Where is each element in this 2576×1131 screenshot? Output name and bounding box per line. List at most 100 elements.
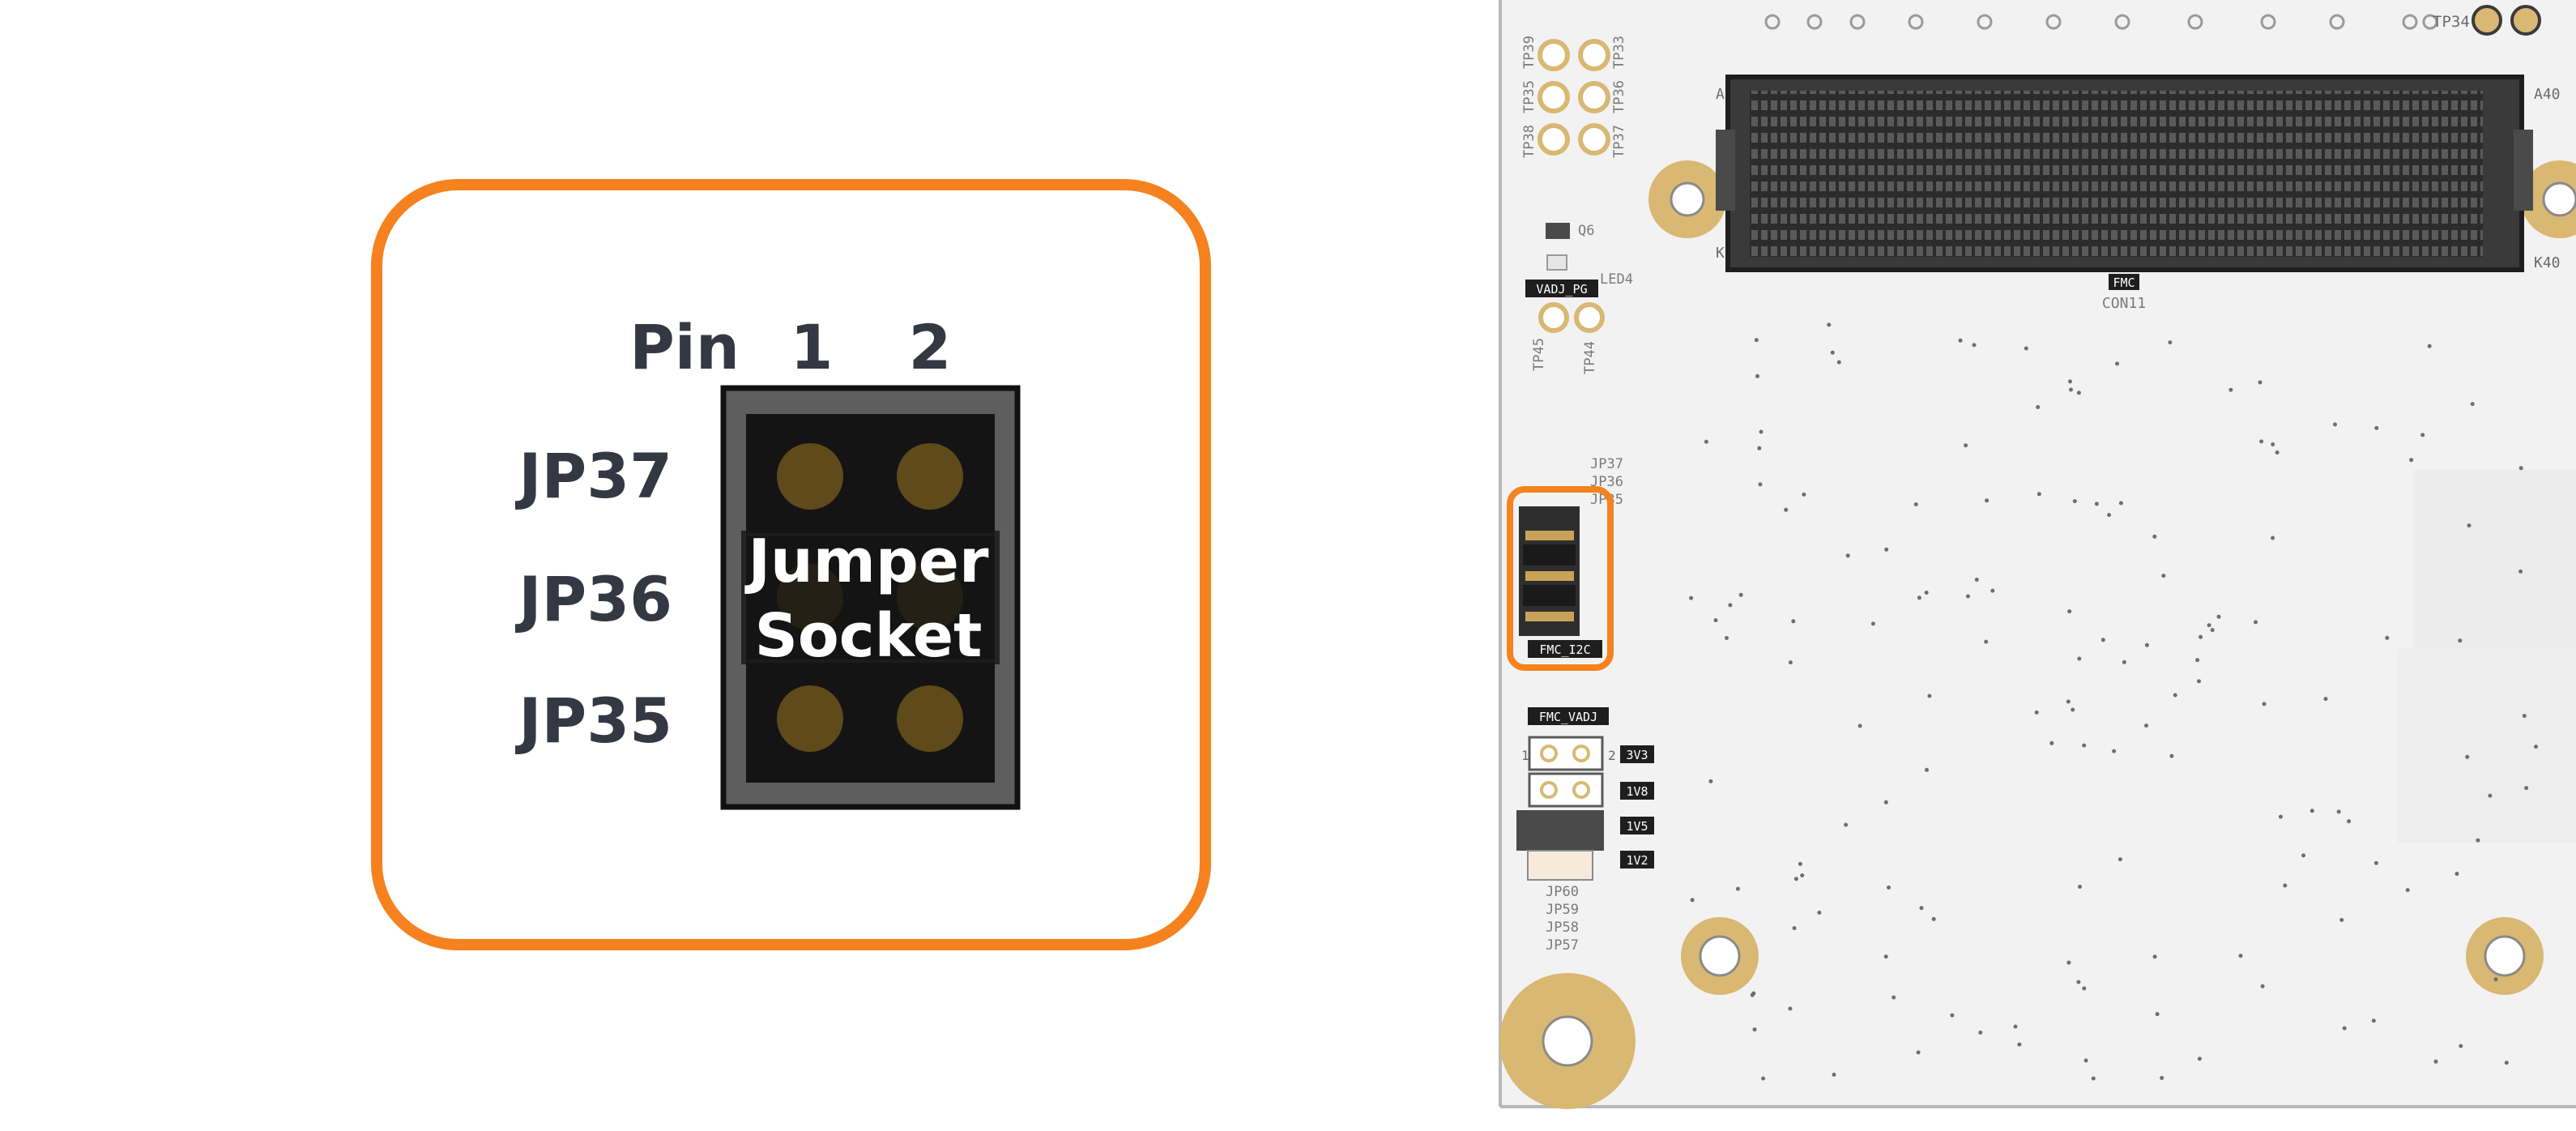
via-dot — [1931, 916, 1936, 921]
tp34-pad — [2472, 5, 2502, 36]
via-dot — [2518, 466, 2523, 471]
via-dot — [2083, 1058, 2088, 1063]
label-tp39: TP39 — [1521, 36, 1537, 69]
via-dot — [2034, 710, 2039, 715]
via-dot — [1974, 578, 1979, 582]
connector-pin-field — [1750, 91, 2483, 257]
via-dot — [2278, 814, 2283, 819]
board-photo: TP34 TP38 TP35 TP39 TP37 TP36 TP33 — [1499, 0, 2576, 1109]
via-dot — [2467, 523, 2472, 528]
via-dot — [2470, 402, 2475, 407]
via-dot — [2342, 1026, 2347, 1031]
via-dot — [1689, 595, 1694, 600]
via-dot — [2076, 391, 2081, 395]
via-dot — [1757, 446, 1762, 450]
via-dot — [1924, 591, 1929, 595]
via-dot — [2283, 883, 2288, 888]
via-dot — [2339, 918, 2344, 922]
via-dot — [2173, 693, 2177, 698]
via-dot — [2405, 888, 2410, 893]
via-dot — [2465, 754, 2470, 759]
via-dots — [1689, 322, 2538, 1081]
via-dot — [2374, 425, 2379, 430]
label-1v2: 1V2 — [1626, 853, 1648, 868]
via-dot — [1690, 898, 1695, 903]
via-dot — [1958, 338, 1963, 343]
via-dot — [2144, 642, 2149, 647]
via-dot — [1713, 618, 1718, 623]
via-dot — [1802, 492, 1806, 497]
label-jp58: JP58 — [1546, 920, 1579, 936]
label-pin1-a: 1 — [1521, 748, 1529, 763]
callout-frame — [371, 179, 1211, 950]
via-dot — [1978, 1031, 1983, 1035]
fmc-connector — [1648, 75, 2576, 272]
via-dot — [1761, 1076, 1766, 1081]
test-point-grid — [1537, 39, 1610, 156]
via-dot — [2152, 534, 2157, 539]
via-dot — [2122, 659, 2126, 664]
via-dot — [2262, 702, 2267, 706]
jumper-stack-photo — [1519, 506, 1580, 636]
label-tp38: TP38 — [1521, 125, 1537, 158]
label-con11: CON11 — [2102, 295, 2146, 312]
via-dot — [2238, 954, 2243, 958]
via-dot — [1754, 338, 1759, 343]
via-dot — [2144, 723, 2148, 728]
jumper-socket — [741, 531, 1000, 664]
via-dot — [2067, 609, 2072, 614]
via-dot — [1836, 360, 1841, 365]
via-dot — [2336, 809, 2341, 814]
via-dot — [1798, 861, 1802, 866]
via-dot — [2323, 697, 2328, 702]
via-dot — [2504, 1061, 2509, 1065]
via-dot — [1791, 619, 1796, 624]
via-dot — [1891, 995, 1896, 1000]
label-jp37-board: JP37 — [1590, 456, 1623, 472]
via-dot — [2066, 699, 2071, 704]
via-dot — [1827, 322, 1832, 327]
via-dot — [2066, 960, 2071, 965]
via-dot — [2082, 986, 2087, 991]
label-tp34: TP34 — [2433, 13, 2470, 31]
q6-component — [1546, 223, 1570, 239]
via-dot — [1916, 1050, 1921, 1055]
via-dot — [2168, 340, 2173, 345]
via-dot — [2013, 1024, 2018, 1029]
via-dot — [2524, 786, 2529, 791]
pin-jp37-2 — [897, 443, 963, 510]
label-jp57: JP57 — [1546, 937, 1579, 954]
via-dot — [1784, 507, 1789, 512]
via-dot — [2522, 714, 2527, 719]
label-q6: Q6 — [1578, 223, 1594, 239]
via-dot — [2207, 623, 2211, 628]
via-dot — [2259, 439, 2264, 444]
via-dot — [1966, 594, 1970, 599]
via-dot — [1990, 588, 1995, 593]
via-dot — [2036, 492, 2041, 497]
via-dot — [2301, 853, 2306, 858]
via-dot — [2072, 499, 2077, 504]
via-dot — [2518, 569, 2523, 574]
via-dot — [1755, 373, 1759, 378]
via-dot — [2069, 387, 2073, 392]
pin-jp35-1 — [777, 685, 843, 752]
via-dot — [1919, 906, 1924, 911]
jumper-text-line2: Socket — [755, 601, 983, 671]
via-dot — [1950, 1013, 1955, 1018]
via-dot — [1817, 911, 1822, 915]
pin-number-2: 2 — [909, 311, 952, 383]
via-dot — [2161, 574, 2166, 578]
via-dot — [1792, 926, 1797, 931]
board-highlight — [1507, 486, 1614, 671]
via-dot — [2024, 346, 2028, 351]
label-jp60: JP60 — [1546, 884, 1579, 900]
row-label-jp37: JP37 — [514, 440, 672, 512]
via-dot — [2454, 872, 2459, 876]
callout-panel: Pin 1 2 JP37 JP36 JP35 Jumper Socket — [371, 179, 1211, 950]
via-dot — [1917, 595, 1921, 600]
pin-jp37-1 — [777, 443, 843, 510]
via-dot — [2082, 743, 2087, 748]
via-dot — [1870, 621, 1875, 626]
